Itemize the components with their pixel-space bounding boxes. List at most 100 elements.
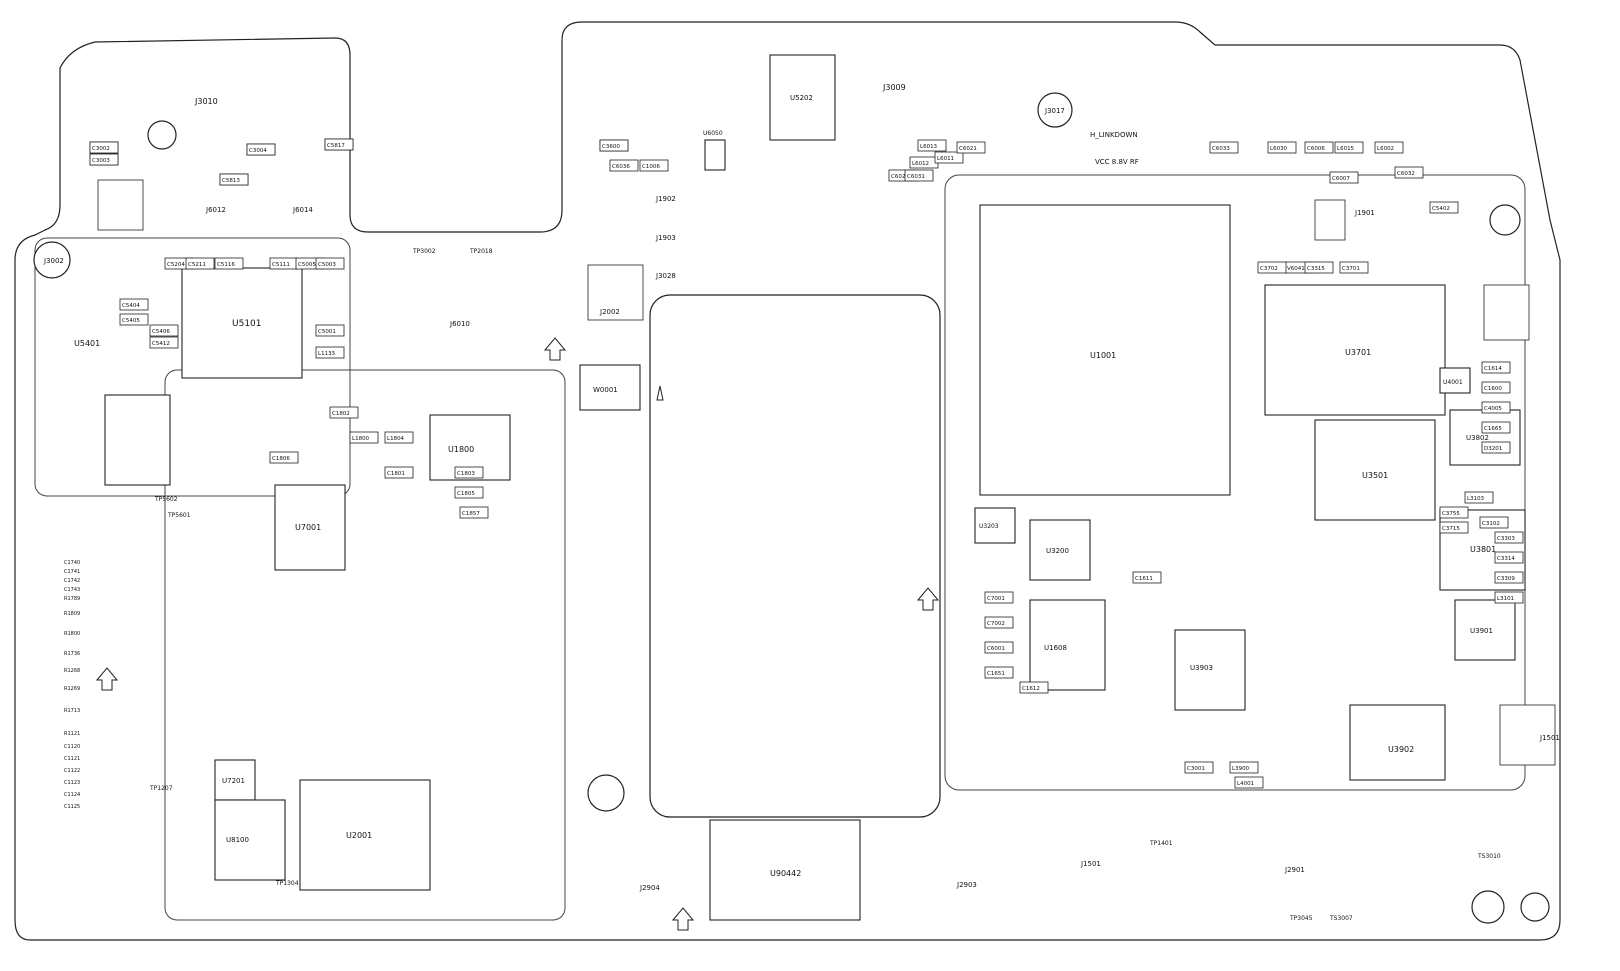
component-c3314: C3314	[1494, 551, 1524, 564]
svg-text:U3200: U3200	[1046, 547, 1069, 555]
svg-text:C3314: C3314	[1497, 556, 1515, 562]
svg-text:U3902: U3902	[1388, 745, 1414, 754]
label-j6012: J6012	[205, 206, 226, 214]
svg-text:C1805: C1805	[457, 491, 475, 497]
svg-text:R1268: R1268	[64, 668, 80, 674]
svg-text:C3004: C3004	[249, 148, 267, 154]
connector-pad-j3012	[1499, 704, 1556, 766]
chip-u3200: U3200	[1029, 519, 1091, 581]
svg-text:C5406: C5406	[152, 329, 170, 335]
svg-text:U2001: U2001	[346, 831, 372, 840]
label-j3028: J2002	[599, 308, 620, 316]
mount-hole-bottom-right-1	[1471, 890, 1505, 924]
svg-text:U5101: U5101	[232, 319, 262, 329]
chip-u1608: U1608	[1029, 599, 1106, 691]
component-c3600: C3600	[599, 139, 629, 152]
chip-u3903: U3903	[1174, 629, 1246, 711]
svg-text:C1123: C1123	[64, 780, 80, 786]
svg-text:C5405: C5405	[122, 318, 140, 324]
testpoint-tp1304: TP1304	[275, 880, 299, 887]
testpoint-tp2018: TP2018	[469, 248, 493, 255]
svg-text:C5111: C5111	[272, 262, 290, 268]
svg-text:L1800: L1800	[352, 436, 370, 442]
svg-text:C1803: C1803	[457, 471, 475, 477]
label-j1903: J3028	[655, 272, 676, 280]
label-j2002: J6010	[449, 320, 470, 328]
svg-text:C5404: C5404	[122, 303, 140, 309]
svg-text:V6041: V6041	[1287, 266, 1305, 272]
testpoint-ts3010: TS3010	[1477, 853, 1501, 860]
component-c3309: C3309	[1494, 571, 1524, 584]
component-l4001: L4001	[1234, 776, 1264, 789]
svg-text:U7001: U7001	[295, 523, 321, 532]
component-c3001: C3001	[1184, 761, 1214, 774]
svg-text:C7002: C7002	[987, 621, 1005, 627]
label-j2901: J2901	[1284, 866, 1305, 874]
component-c5412: C5412	[149, 336, 179, 349]
svg-text:L6030: L6030	[1270, 146, 1288, 152]
svg-text:C1124: C1124	[64, 792, 80, 798]
svg-text:C1614: C1614	[1484, 366, 1502, 372]
svg-text:C3001: C3001	[1187, 766, 1205, 772]
svg-text:L6002: L6002	[1377, 146, 1394, 152]
testpoint-tp3045: TP3045	[1289, 915, 1313, 922]
testpoint-tp1401: TP1401	[1149, 840, 1173, 847]
svg-text:C1611: C1611	[1135, 576, 1153, 582]
component-c3315: C3315	[1304, 261, 1334, 274]
svg-text:C6033: C6033	[1212, 146, 1230, 152]
chip-u3902: U3902	[1349, 704, 1446, 781]
label-j1501: J1501	[1080, 860, 1101, 868]
component-c7002: C7002	[984, 616, 1014, 629]
svg-text:U1800: U1800	[448, 445, 474, 454]
svg-text:C3315: C3315	[1307, 266, 1325, 272]
svg-text:C1121: C1121	[64, 756, 80, 762]
testpoint-ts3007: TS3007	[1329, 915, 1353, 922]
connector-pad-l6006	[1314, 199, 1346, 241]
mount-hole-j3017	[1037, 92, 1073, 128]
testpoint-tp3002: TP3002	[412, 248, 436, 255]
svg-text:C1122: C1122	[64, 768, 80, 774]
component-d3201: D3201	[1481, 441, 1511, 454]
svg-text:C6021: C6021	[959, 146, 977, 152]
component-c4005: C4005	[1481, 401, 1511, 414]
component-c3702: C3702	[1257, 261, 1287, 274]
shield-frame-left-main	[164, 369, 566, 921]
component-c1805: C1805	[454, 486, 484, 499]
component-l3101: L3101	[1494, 591, 1524, 604]
component-c3002: C3002	[89, 141, 119, 154]
component-c1803: C1803	[454, 466, 484, 479]
component-c5211: C5211	[185, 257, 215, 270]
svg-text:C4005: C4005	[1484, 406, 1502, 412]
testpoint-tp5602: TP5602	[154, 496, 178, 503]
chip-u3203: U3203	[974, 507, 1016, 544]
connector-pad-j3028	[587, 264, 644, 321]
component-c3102: C3102	[1479, 516, 1509, 529]
svg-text:C1740: C1740	[64, 560, 80, 566]
svg-text:R1269: R1269	[64, 686, 80, 692]
svg-text:R1800: R1800	[64, 631, 80, 637]
svg-text:L4001: L4001	[1237, 781, 1254, 787]
component-c6036: C6036	[609, 159, 639, 172]
component-c1600: C1600	[1481, 381, 1511, 394]
svg-text:C3303: C3303	[1497, 536, 1515, 542]
component-c6001: C6001	[984, 641, 1014, 654]
svg-text:W0001: W0001	[593, 386, 618, 394]
component-c5402: C5402	[1429, 201, 1459, 214]
chip-u1001: U1001	[979, 204, 1231, 496]
svg-text:U6050: U6050	[703, 130, 723, 137]
component-c3003: C3003	[89, 153, 119, 166]
component-c1651: C1651	[984, 666, 1014, 679]
component-l1804: L1804	[384, 431, 414, 444]
svg-text:U90442: U90442	[770, 869, 801, 878]
component-c5111: C5111	[269, 257, 299, 270]
chip-u5101: U5101	[181, 267, 303, 379]
component-c1614: C1614	[1481, 361, 1511, 374]
component-c3701: C3701	[1339, 261, 1369, 274]
mount-hole-bottom-right-2	[1520, 892, 1550, 922]
svg-text:C1742: C1742	[64, 578, 80, 584]
svg-text:C5817: C5817	[327, 143, 345, 149]
component-c5813: C5813	[219, 173, 249, 186]
svg-text:C6007: C6007	[1332, 176, 1350, 182]
component-l6002: L6002	[1374, 141, 1404, 154]
component-c5406: C5406	[149, 324, 179, 337]
